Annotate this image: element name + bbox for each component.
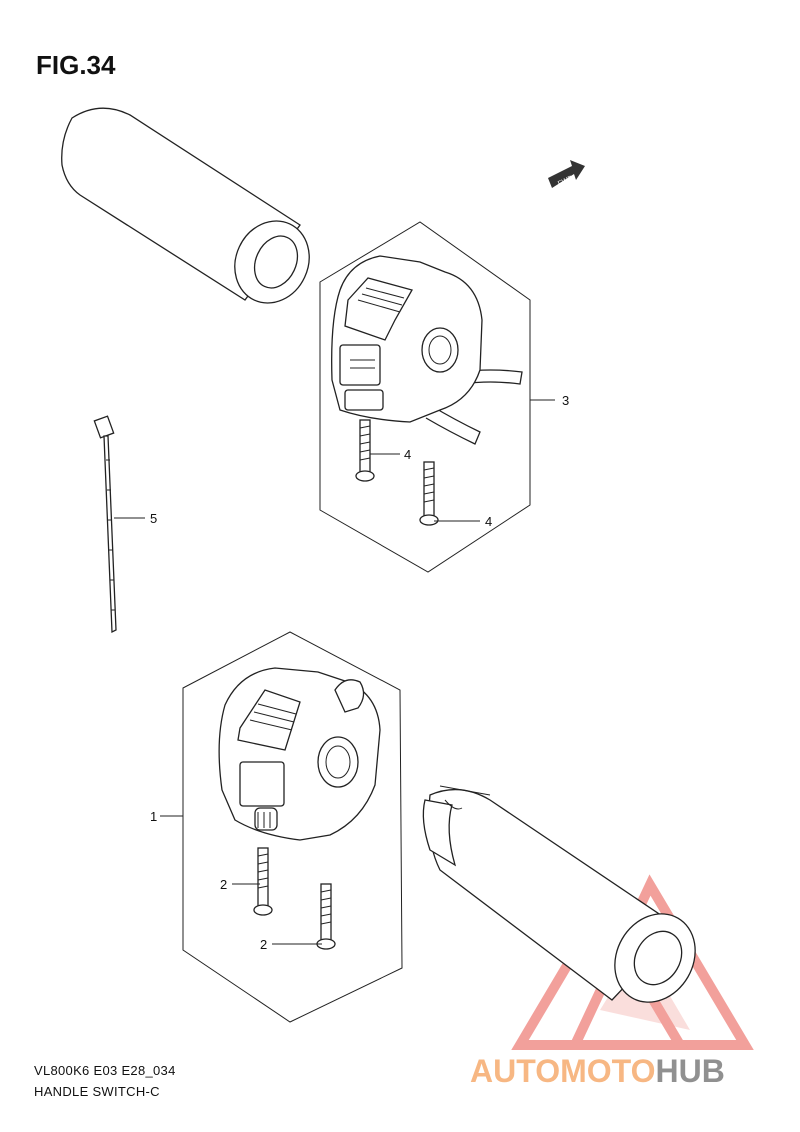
fwd-arrow-icon: FWD (548, 160, 585, 188)
callout-3: 3 (562, 393, 569, 408)
throttle-grip-right (422, 785, 696, 1003)
svg-text:AUTOMOTOHUB: AUTOMOTOHUB (470, 1053, 725, 1089)
callout-2b: 2 (260, 937, 267, 952)
watermark-part2: HUB (655, 1053, 724, 1089)
assembly-boundary-1 (182, 631, 403, 1023)
model-code: VL800K6 E03 E28_034 (34, 1063, 176, 1078)
handle-switch-right (331, 255, 523, 445)
handlebar-grip-left (61, 107, 310, 304)
assembly-boundary-3 (319, 221, 531, 573)
handle-switch-left (218, 667, 381, 841)
watermark-text: AUTOMOTOHUB (470, 1053, 725, 1089)
callout-4a: 4 (404, 447, 411, 462)
section-title: HANDLE SWITCH-C (34, 1084, 160, 1099)
callout-4b: 4 (485, 514, 492, 529)
figure-label: FIG.34 (36, 50, 116, 80)
screw-2a (253, 847, 273, 916)
callout-5: 5 (150, 511, 157, 526)
watermark-part1: AUTOMOTO (470, 1053, 655, 1089)
callout-labels: 1 2 2 3 4 4 5 (150, 393, 569, 952)
screw-2b (316, 883, 336, 950)
screw-4b (419, 461, 439, 526)
screw-4a (355, 419, 375, 482)
cable-tie-5 (93, 415, 117, 634)
callout-2a: 2 (220, 877, 227, 892)
callout-leaders (114, 399, 555, 945)
callout-1: 1 (150, 809, 157, 824)
